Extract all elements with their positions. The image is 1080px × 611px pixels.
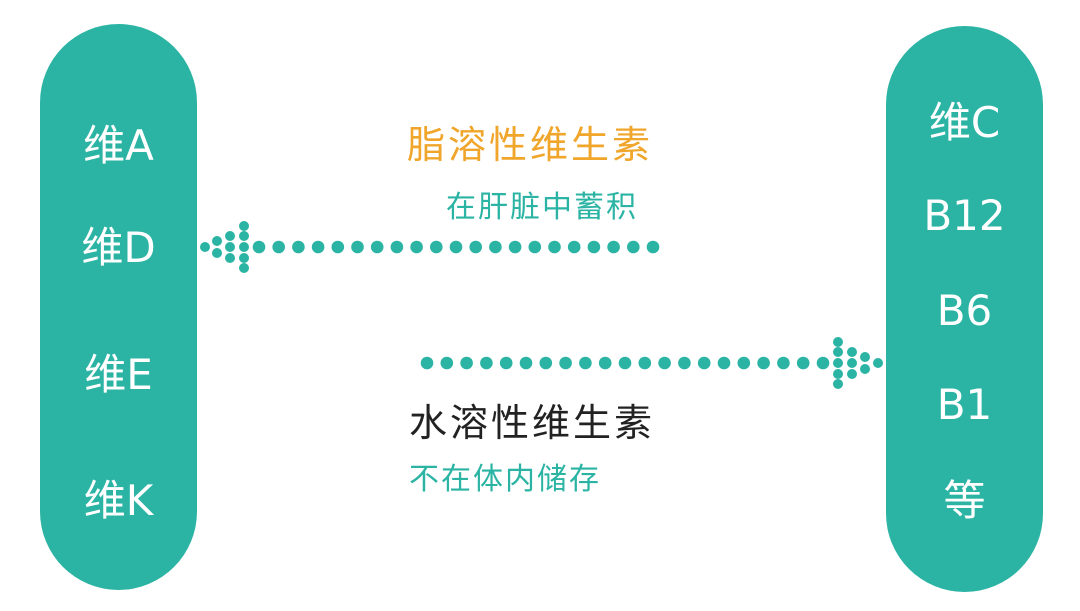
arrowhead-dot	[239, 231, 249, 241]
arrowhead-dot	[833, 347, 843, 357]
arrow-dot	[460, 356, 473, 370]
arrowhead-dot	[847, 369, 857, 379]
arrow-dot	[796, 356, 810, 370]
vitamin-a-label: 维A	[83, 121, 154, 170]
arrowhead-dot	[873, 358, 883, 368]
arrow-dot	[480, 356, 493, 370]
arrow-dot	[499, 356, 513, 370]
arrowhead-dot	[239, 221, 249, 231]
arrow-dot	[598, 356, 612, 370]
arrowhead-dot	[225, 242, 235, 252]
arrow-dot	[567, 240, 581, 254]
arrow-dot	[469, 240, 483, 254]
dotted-arrow-left	[200, 221, 660, 273]
arrow-dot	[449, 240, 463, 254]
arrow-dot	[539, 356, 553, 370]
arrow-dot	[816, 356, 830, 370]
arrowhead-dot	[212, 236, 222, 246]
arrow-dot	[370, 240, 384, 254]
arrow-dot	[658, 356, 671, 370]
arrow-dot	[559, 356, 572, 370]
arrow-dot	[410, 240, 423, 254]
arrow-dot	[607, 240, 620, 254]
arrow-dot	[508, 240, 522, 254]
vitamin-d-label: 维D	[81, 223, 156, 272]
arrow-dot	[331, 240, 345, 254]
arrow-dot	[618, 356, 632, 370]
arrowhead-dot	[200, 242, 210, 252]
arrowhead-dot	[860, 352, 870, 362]
arrowhead-dot	[239, 242, 249, 252]
arrowhead-dot	[225, 231, 235, 241]
arrowhead-dot	[225, 253, 235, 263]
arrow-dot	[351, 240, 364, 254]
arrowhead-dot	[833, 358, 843, 368]
arrow-dot	[489, 240, 502, 254]
arrow-dot	[579, 356, 592, 370]
arrow-dot	[697, 356, 711, 370]
arrowhead-dot	[833, 369, 843, 379]
arrow-dot	[311, 240, 325, 254]
dotted-arrow-right	[420, 337, 883, 389]
vitamin-b1-label: B1	[936, 380, 993, 429]
arrowhead-dot	[833, 337, 843, 347]
water-soluble-subtitle: 不在体内储存	[409, 462, 601, 497]
arrow-dot	[777, 356, 790, 370]
arrow-dot	[548, 240, 561, 254]
arrow-dot	[420, 356, 434, 370]
vitamin-k-label: 维K	[83, 476, 154, 525]
vitamin-b6-label: B6	[936, 286, 993, 335]
arrow-dot	[390, 240, 404, 254]
arrowhead-dot	[239, 263, 249, 273]
arrow-dot	[252, 240, 266, 254]
arrow-dot	[678, 356, 691, 370]
vitamin-c-label: 维C	[928, 98, 1001, 147]
arrow-dot	[440, 356, 454, 370]
arrow-dot	[627, 240, 640, 254]
arrow-dot	[430, 240, 443, 254]
arrow-dot	[519, 356, 533, 370]
arrow-dot	[646, 240, 660, 254]
arrowhead-dot	[860, 364, 870, 374]
arrowhead-dot	[833, 379, 843, 389]
arrowhead-dot	[847, 358, 857, 368]
arrow-dot	[587, 240, 601, 254]
arrow-dot	[737, 356, 751, 370]
arrow-dot	[272, 240, 286, 254]
fat-soluble-title: 脂溶性维生素	[407, 123, 654, 167]
arrow-dot	[528, 240, 542, 254]
arrowhead-dot	[847, 347, 857, 357]
arrow-dot	[292, 240, 305, 254]
vitamin-b12-label: B12	[923, 191, 1006, 240]
arrow-dot	[717, 356, 731, 370]
arrow-dot	[757, 356, 770, 370]
arrowhead-dot	[239, 253, 249, 263]
vitamin-e-label: 维E	[84, 350, 153, 399]
arrow-dot	[638, 356, 652, 370]
arrowhead-dot	[212, 248, 222, 258]
etc-label: 等	[943, 476, 986, 525]
water-soluble-vitamins-pill: 维C B12 B6 B1 等	[886, 26, 1043, 592]
water-soluble-title: 水溶性维生素	[409, 401, 656, 445]
fat-soluble-subtitle: 在肝脏中蓄积	[446, 190, 638, 225]
fat-soluble-vitamins-pill: 维A 维D 维E 维K	[40, 24, 197, 590]
